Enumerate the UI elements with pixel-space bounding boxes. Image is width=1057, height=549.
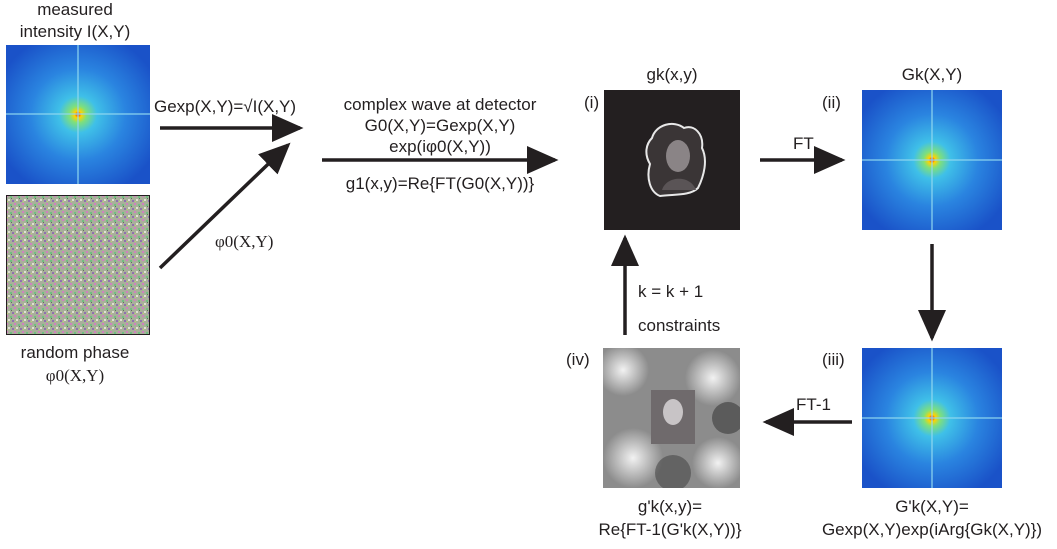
arrow-phase bbox=[158, 142, 291, 270]
middle-line-4: g1(x,y)=Re{FT(G0(X,Y))} bbox=[345, 174, 535, 193]
constraints-label: constraints bbox=[638, 316, 721, 335]
random-phase-image bbox=[6, 195, 150, 335]
panel-ii-label: (ii) bbox=[822, 93, 841, 112]
panel-ii-title: Gk(X,Y) bbox=[901, 65, 963, 84]
ft-inverse-label: FT-1 bbox=[796, 395, 831, 414]
panel-i-title: gk(x,y) bbox=[646, 65, 698, 84]
panel-iii-caption-2: Gexp(X,Y)exp(iArg{Gk(X,Y)}) bbox=[821, 520, 1043, 539]
measured-label-1: measured bbox=[37, 0, 113, 19]
real-space-image bbox=[603, 348, 740, 488]
panel-iv-caption-2: Re{FT-1(G'k(X,Y))} bbox=[598, 520, 742, 539]
panel-iv-caption-1: g'k(x,y)= bbox=[637, 497, 703, 516]
k-update-label: k = k + 1 bbox=[638, 282, 704, 301]
random-phase-label-2: φ0(X,Y) bbox=[45, 366, 105, 385]
middle-line-2: G0(X,Y)=Gexp(X,Y) bbox=[364, 116, 516, 135]
gk-prime-spectrum-image bbox=[862, 348, 1002, 488]
object-image bbox=[604, 90, 740, 230]
ft-label: FT bbox=[793, 134, 814, 153]
middle-line-3: exp(iφ0(X,Y)) bbox=[389, 137, 491, 156]
measured-label-2: intensity I(X,Y) bbox=[19, 22, 131, 41]
panel-i-label: (i) bbox=[584, 93, 600, 112]
panel-iii-label: (iii) bbox=[822, 350, 845, 369]
panel-iv-label: (iv) bbox=[566, 350, 590, 369]
random-phase-label-1: random phase bbox=[20, 343, 130, 362]
gexp-formula: Gexp(X,Y)=√I(X,Y) bbox=[154, 97, 297, 116]
gk-spectrum-image bbox=[862, 90, 1002, 230]
middle-line-1: complex wave at detector bbox=[343, 95, 537, 114]
phi0-label: φ0(X,Y) bbox=[215, 232, 274, 251]
measured-intensity-image bbox=[6, 45, 150, 184]
panel-iii-caption-1: G'k(X,Y)= bbox=[895, 497, 969, 516]
